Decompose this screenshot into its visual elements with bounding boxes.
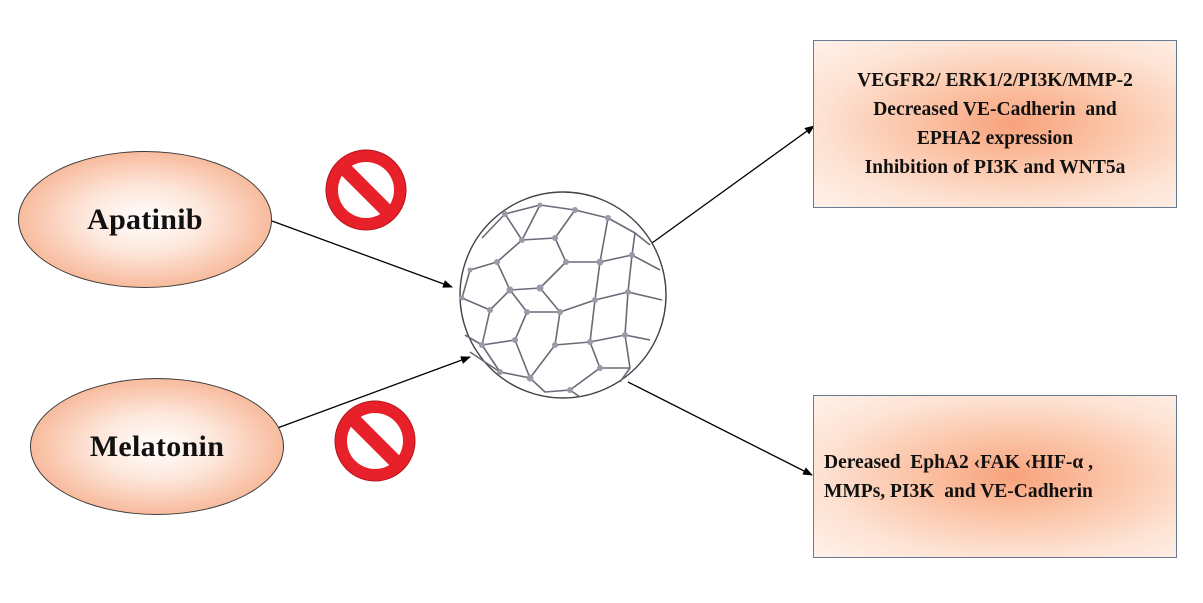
outcome-line: Inhibition of PI3K and WNT5a bbox=[864, 157, 1126, 178]
melatonin-node: Melatonin bbox=[30, 378, 284, 515]
apatinib-node: Apatinib bbox=[18, 151, 272, 288]
prohibition-icon bbox=[325, 149, 407, 231]
apatinib-label: Apatinib bbox=[87, 202, 203, 236]
arrow-melatonin-to-cell bbox=[271, 356, 471, 431]
outcome-line: VEGFR2/ ERK1/2/PI3K/MMP-2 bbox=[857, 70, 1133, 91]
outcome-line: Dereased EphA2 ‹FAK ‹HIF-α , bbox=[824, 451, 1094, 473]
top-outcome-box: VEGFR2/ ERK1/2/PI3K/MMP-2 Decreased VE-C… bbox=[813, 40, 1177, 208]
outcome-line: Decreased VE-Cadherin and bbox=[873, 99, 1117, 120]
outcome-line: EPHA2 expression bbox=[916, 128, 1074, 149]
vasculogenic-mimicry-network-icon bbox=[459, 191, 667, 399]
arrow-cell-to-top-outcome bbox=[651, 125, 815, 244]
arrow-apatinib-to-cell bbox=[271, 220, 453, 288]
bottom-outcome-box: Dereased EphA2 ‹FAK ‹HIF-α , MMPs, PI3K … bbox=[813, 395, 1177, 558]
arrow-cell-to-bottom-outcome bbox=[627, 381, 813, 476]
outcome-line: MMPs, PI3K and VE-Cadherin bbox=[824, 480, 1093, 502]
melatonin-label: Melatonin bbox=[89, 429, 225, 463]
prohibition-icon bbox=[334, 400, 416, 482]
